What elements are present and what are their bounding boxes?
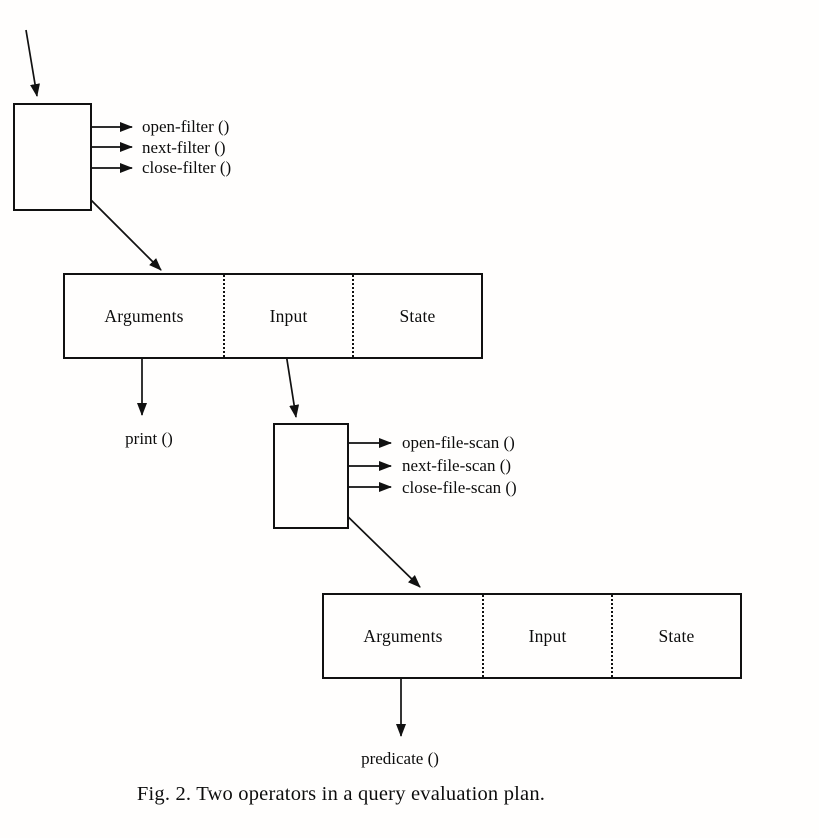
record-cell-arguments: Arguments: [104, 305, 184, 326]
record-cell-input: Input: [482, 595, 611, 677]
method-label-open-filter: open-filter (): [142, 117, 230, 136]
state-record-filter: Arguments Input State: [63, 273, 483, 359]
method-label-close-filter: close-filter (): [142, 158, 232, 177]
record-cell-state: State: [352, 275, 481, 357]
operator-box-file-scan: [273, 423, 349, 529]
operator-box-filter: [13, 103, 92, 211]
method-label-close-file-scan: close-file-scan (): [402, 478, 517, 497]
arrow-scan-to-record: [337, 506, 421, 588]
arrow-into-filter-box: [25, 29, 40, 97]
method-label-open-file-scan: open-file-scan (): [402, 433, 515, 452]
figure-caption: Fig. 2. Two operators in a query evaluat…: [136, 783, 546, 805]
method-label-next-file-scan: next-file-scan (): [402, 456, 512, 475]
argument-function-predicate: predicate (): [361, 749, 439, 768]
argument-function-print: print (): [125, 429, 173, 448]
record-cell-input: Input: [223, 275, 352, 357]
method-label-next-filter: next-filter (): [142, 138, 226, 157]
state-record-file-scan: Arguments Input State: [322, 593, 742, 679]
record-cell-arguments: Arguments: [363, 625, 443, 646]
record-cell-state: State: [611, 595, 740, 677]
